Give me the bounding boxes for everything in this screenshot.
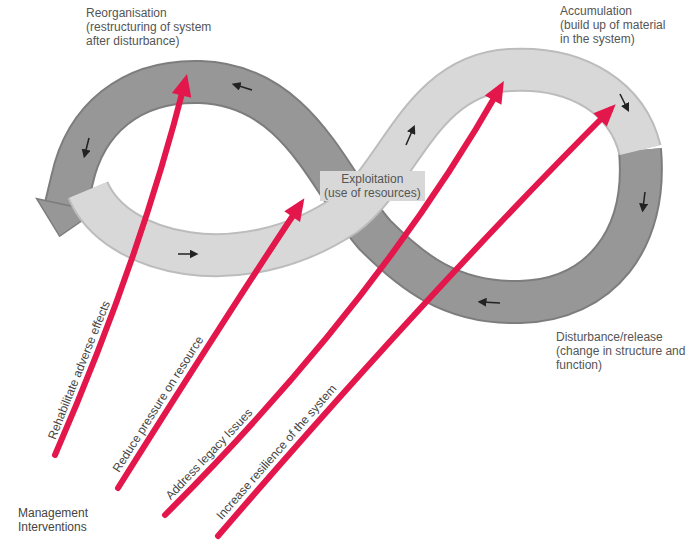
flow-arrow bbox=[236, 85, 252, 90]
intervention-arrow bbox=[218, 110, 610, 536]
phase-description: (change in structure and function) bbox=[556, 344, 691, 372]
arrow-head bbox=[284, 198, 304, 222]
intervention-label: Reduce pressure on resource bbox=[110, 333, 207, 474]
flow-arrow bbox=[620, 94, 627, 108]
intervention-label: Rehabilitate adverse effects bbox=[45, 298, 113, 440]
flow-arrow bbox=[85, 138, 89, 154]
flow-arrow bbox=[178, 253, 194, 255]
arrow-head bbox=[593, 104, 615, 126]
flow-arrow bbox=[643, 192, 645, 208]
phase-heading: Exploitation bbox=[324, 172, 421, 186]
phase-heading: Accumulation bbox=[560, 4, 678, 18]
interventions-label: Management Interventions bbox=[18, 506, 100, 534]
intervention-label: Increase resilience of the system bbox=[213, 382, 339, 523]
phase-description: (use of resources) bbox=[324, 186, 421, 200]
flow-arrows bbox=[85, 85, 645, 303]
phase-description: (restructuring of system after disturban… bbox=[86, 20, 238, 48]
phase-description: (build up of material in the system) bbox=[560, 18, 678, 46]
arrow-head bbox=[172, 74, 191, 98]
phase-heading: Disturbance/release bbox=[556, 330, 691, 344]
phase-label: Accumulation (build up of material in th… bbox=[560, 4, 678, 46]
arrow-head bbox=[485, 81, 504, 105]
phase-label: Exploitation (use of resources) bbox=[320, 171, 425, 201]
flow-arrow bbox=[482, 302, 500, 303]
flow-arrow bbox=[406, 129, 413, 145]
phase-label: Disturbance/release (change in structure… bbox=[556, 330, 691, 372]
phase-heading: Reorganisation bbox=[86, 6, 238, 20]
phase-label: Reorganisation (restructuring of system … bbox=[86, 6, 238, 48]
intervention-arrows bbox=[55, 74, 616, 536]
